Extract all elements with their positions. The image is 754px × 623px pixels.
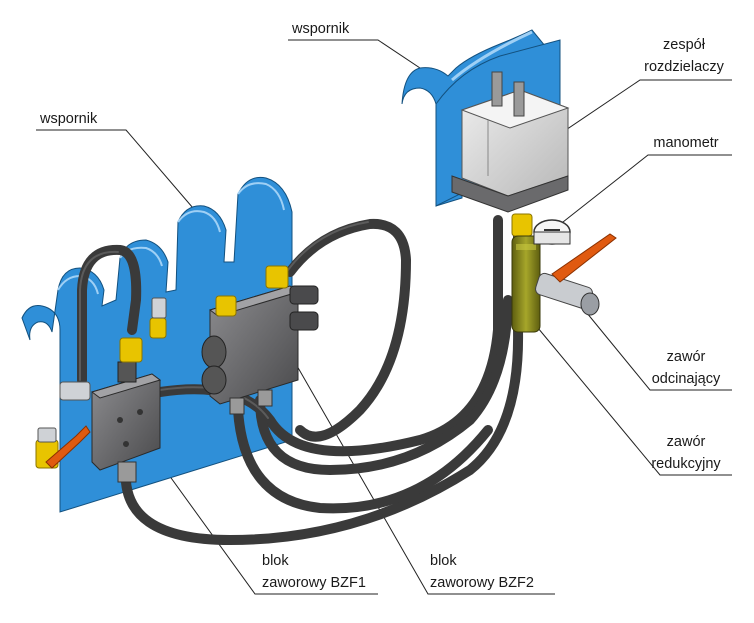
leader-manometr xyxy=(562,154,732,223)
label-manometr: manometr xyxy=(653,135,719,151)
leader-wspornik-top xyxy=(288,39,439,81)
bzf1-valve-block xyxy=(90,361,162,483)
label-zespol-line2: rozdzielaczy xyxy=(644,59,724,75)
label-zawor-odcinajacy-line2: odcinający xyxy=(651,371,721,387)
leader-zespol xyxy=(547,79,732,143)
label-wspornik-top: wspornik xyxy=(292,21,350,37)
leader-zawor-redukcyjny xyxy=(532,321,732,476)
distributor-set xyxy=(451,71,570,213)
label-zawor-redukcyjny-line1: zawór xyxy=(666,434,706,450)
leader-bzf1 xyxy=(139,434,378,595)
pressure-gauge xyxy=(533,219,571,245)
leader-zawor-odcinajacy xyxy=(581,306,732,391)
left-ball-valve-handle xyxy=(45,425,91,469)
leader-wspornik-left xyxy=(36,129,206,223)
label-bzf1-line2: zaworowy BZF1 xyxy=(262,575,366,591)
label-zespol-line1: zespół xyxy=(663,37,705,53)
label-bzf2-line1: blok xyxy=(430,553,457,569)
label-zawor-odcinajacy-line1: zawór xyxy=(666,349,706,365)
label-bzf2-line2: zaworowy BZF2 xyxy=(430,575,534,591)
label-zawor-redukcyjny-line2: redukcyjny xyxy=(651,456,721,472)
label-bzf1-line1: blok xyxy=(262,553,289,569)
cutoff-valve xyxy=(535,233,617,316)
reducing-valve xyxy=(511,235,541,333)
label-wspornik-left: wspornik xyxy=(40,111,98,127)
